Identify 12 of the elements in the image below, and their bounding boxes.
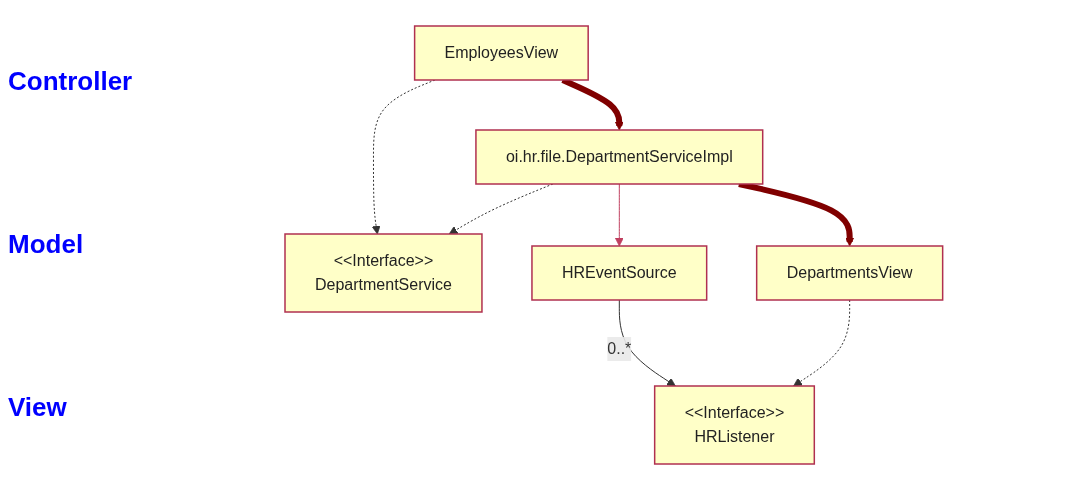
arrow bbox=[793, 299, 851, 386]
arrow bbox=[615, 183, 624, 246]
edge-label: 0..* bbox=[607, 339, 632, 357]
node-box: HREventSource bbox=[531, 244, 708, 301]
node-box: DepartmentsView bbox=[756, 244, 944, 301]
layer-label: View bbox=[8, 392, 68, 423]
layer-label: Controller bbox=[8, 66, 134, 97]
node-box: oi.hr.file.DepartmentServiceImpl bbox=[475, 128, 764, 185]
node-box: <<Interface>> HRListener bbox=[654, 384, 816, 465]
layer-label: Model bbox=[8, 229, 85, 260]
node-box: EmployeesView bbox=[414, 24, 590, 81]
node-box: <<Interface>> DepartmentService bbox=[284, 232, 483, 313]
